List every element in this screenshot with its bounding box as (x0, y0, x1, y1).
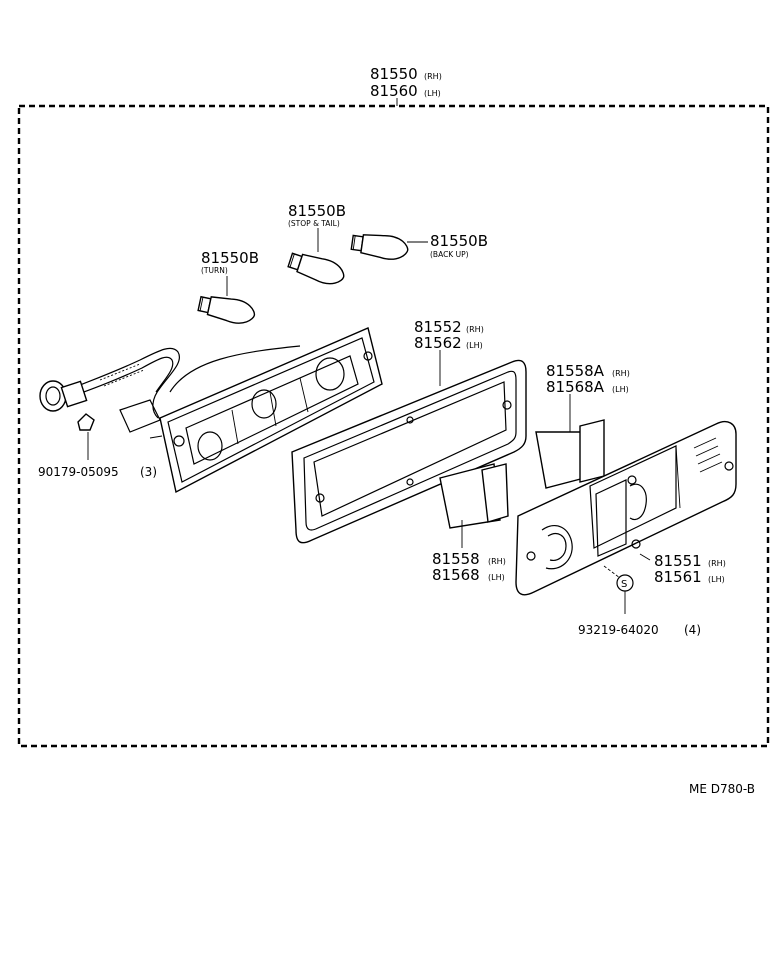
reflector-lower-rh-tag: (RH) (488, 557, 506, 566)
bulb-turn: 81550B (TURN) (197, 249, 259, 324)
bulb-back-up-note: (BACK UP) (430, 250, 469, 259)
bulb-stop-tail-number: 81550B (288, 202, 346, 220)
gasket-rh-tag: (RH) (466, 325, 484, 334)
bulb-back-up: 81550B (BACK UP) (350, 232, 488, 260)
assembly-lh-number: 81560 (370, 82, 418, 100)
reflector-upper-rh-number: 81558A (546, 362, 605, 380)
bulb-turn-note: (TURN) (201, 266, 228, 275)
bulb-stop-tail-note: (STOP & TAIL) (288, 219, 340, 228)
bulb-turn-number: 81550B (201, 249, 259, 267)
lens: 81551 (RH) 81561 (LH) (515, 420, 737, 596)
bulb-stop-tail: 81550B (STOP & TAIL) (287, 202, 346, 285)
assembly-boundary (17, 104, 770, 748)
assembly-lh-tag: (LH) (424, 89, 441, 98)
assembly-rh-number: 81550 (370, 65, 418, 83)
reflector-lower: 81558 (RH) 81568 (LH) (432, 463, 509, 584)
screw-clip-qty: (3) (140, 465, 157, 479)
reflector-upper: 81558A (RH) 81568A (LH) (535, 362, 630, 489)
figure-code: ME D780-B (689, 782, 755, 796)
gasket-lh-number: 81562 (414, 334, 462, 352)
reflector-upper-rh-tag: (RH) (612, 369, 630, 378)
reflector-lower-lh-tag: (LH) (488, 573, 505, 582)
lens-rh-number: 81551 (654, 552, 702, 570)
lamp-housing (119, 327, 383, 494)
screw-lens-qty: (4) (684, 623, 701, 637)
socket-wire-harness (39, 347, 180, 419)
reflector-lower-lh-number: 81568 (432, 566, 480, 584)
gasket-lh-tag: (LH) (466, 341, 483, 350)
label-assembly: 81550 (RH) 81560 (LH) (370, 65, 442, 106)
lens-lh-number: 81561 (654, 568, 702, 586)
gasket: 81552 (RH) 81562 (LH) (291, 318, 527, 544)
reflector-lower-rh-number: 81558 (432, 550, 480, 568)
screw-lens: S 93219-64020 (4) (578, 565, 701, 637)
screw-lens-marker: S (621, 579, 627, 590)
screw-clip: 90179-05095 (3) (38, 413, 157, 479)
lens-rh-tag: (RH) (708, 559, 726, 568)
screw-clip-number: 90179-05095 (38, 465, 119, 479)
screw-lens-number: 93219-64020 (578, 623, 659, 637)
assembly-rh-tag: (RH) (424, 72, 442, 81)
reflector-upper-lh-number: 81568A (546, 378, 605, 396)
lens-lh-tag: (LH) (708, 575, 725, 584)
gasket-rh-number: 81552 (414, 318, 462, 336)
bulb-back-up-number: 81550B (430, 232, 488, 250)
reflector-upper-lh-tag: (LH) (612, 385, 629, 394)
